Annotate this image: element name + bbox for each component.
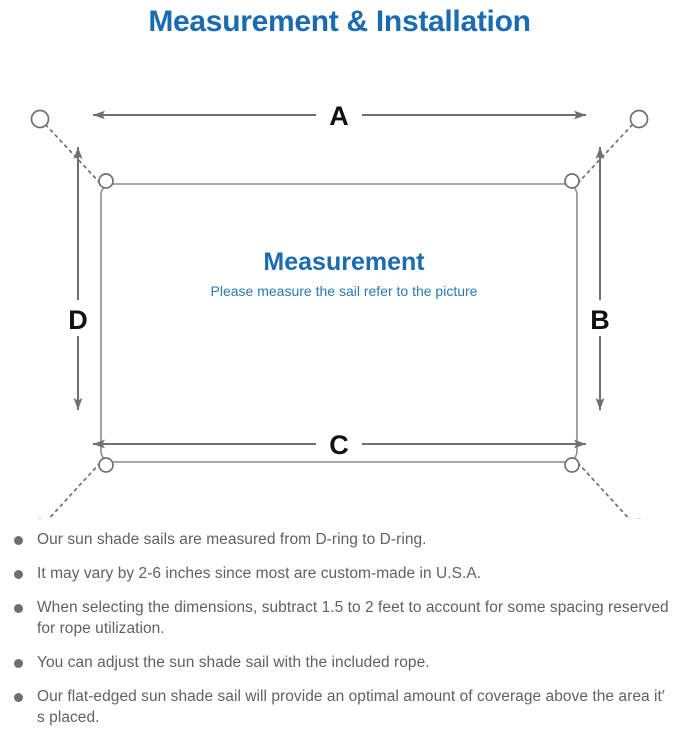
page-title: Measurement & Installation — [148, 5, 531, 38]
anchor-rings — [30, 109, 649, 519]
bullet-icon — [14, 536, 28, 545]
bullet-icon — [14, 604, 28, 613]
anchor-ring-top-left — [30, 109, 50, 129]
dimension-a-label: A — [329, 101, 349, 131]
d-ring-bottom-left — [98, 457, 114, 473]
list-item: Our flat-edged sun shade sail will provi… — [10, 686, 669, 728]
sail-subtitle: Please measure the sail refer to the pic… — [211, 283, 478, 299]
d-rings — [98, 173, 580, 473]
rope-bottom-right — [577, 462, 631, 519]
d-ring-bottom-right — [564, 457, 580, 473]
dimension-b: B — [590, 147, 610, 410]
dimension-b-label: B — [590, 305, 610, 335]
note-text: It may vary by 2-6 inches since most are… — [37, 565, 482, 582]
rope-top-left — [44, 123, 101, 184]
list-item: You can adjust the sun shade sail with t… — [10, 652, 669, 673]
list-item: When selecting the dimensions, subtract … — [10, 597, 669, 639]
note-text: Our flat-edged sun shade sail will provi… — [37, 688, 665, 726]
list-item: It may vary by 2-6 inches since most are… — [10, 563, 669, 584]
rope-top-right — [577, 123, 634, 184]
bullet-icon — [14, 659, 28, 668]
d-ring-top-left — [98, 173, 114, 189]
anchor-ring-top-right — [629, 109, 649, 129]
bullet-icon — [14, 570, 28, 579]
sail-title: Measurement — [263, 248, 425, 276]
dimension-d: D — [68, 147, 88, 410]
dimension-c-label: C — [329, 430, 349, 460]
note-text: You can adjust the sun shade sail with t… — [37, 654, 430, 671]
sail-outline — [100, 183, 578, 463]
dimension-c: C — [93, 430, 586, 460]
rope-bottom-left — [47, 462, 101, 519]
list-item: Our sun shade sails are measured from D-… — [10, 529, 669, 550]
dimension-d-label: D — [68, 305, 88, 335]
rope-lines — [44, 123, 634, 519]
shade-sail-diagram: A C D B Measurement Please measure the s… — [0, 44, 679, 519]
dimension-a: A — [93, 101, 586, 131]
note-text: When selecting the dimensions, subtract … — [37, 599, 669, 637]
d-ring-top-right — [564, 173, 580, 189]
note-text: Our sun shade sails are measured from D-… — [37, 531, 427, 548]
bullet-icon — [14, 693, 28, 702]
notes-list: Our sun shade sails are measured from D-… — [0, 519, 679, 739]
